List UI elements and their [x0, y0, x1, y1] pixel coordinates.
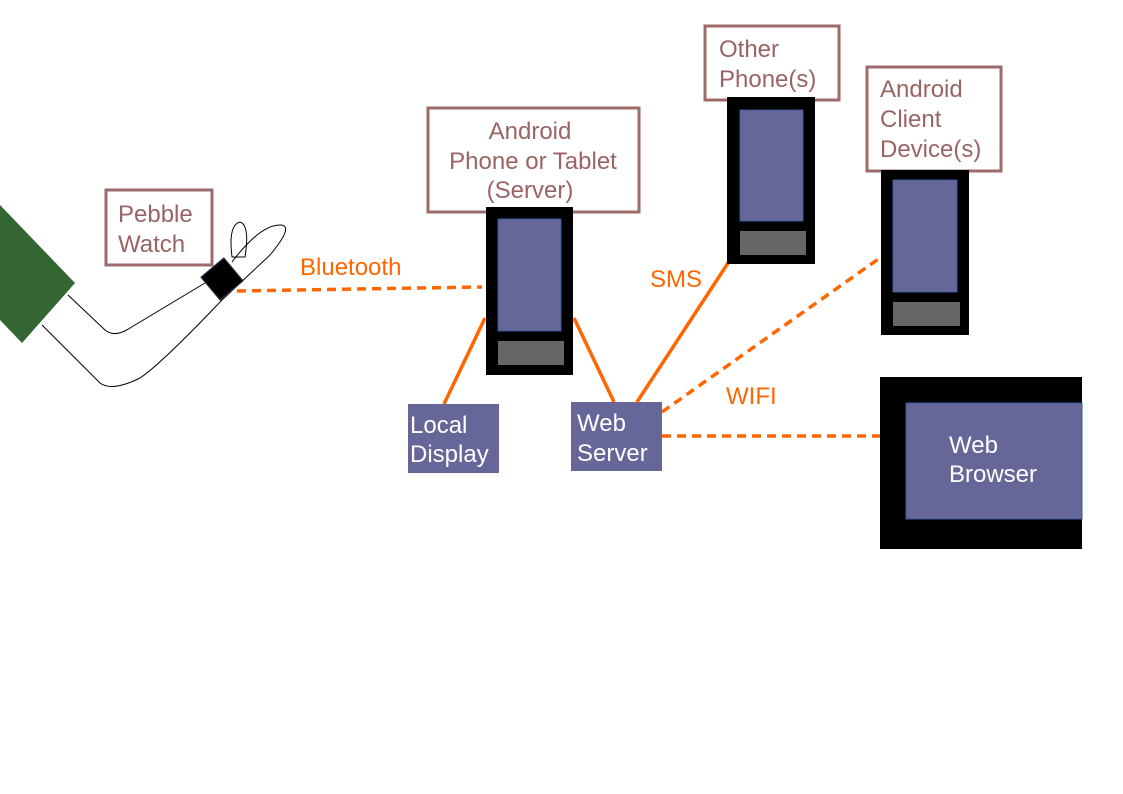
- web-browser-monitor: [880, 377, 1083, 549]
- bluetooth-label: Bluetooth: [300, 254, 401, 281]
- local-display-link: [442, 317, 487, 405]
- web-server-link: [572, 317, 616, 403]
- other-phones-label-box: [703, 24, 841, 102]
- arm-shape: [0, 205, 75, 343]
- pebble-label-box: [104, 188, 214, 267]
- server-label-box: [426, 106, 641, 214]
- sms-label: SMS: [650, 266, 702, 293]
- watch-strap: [41, 224, 287, 388]
- client-phone-icon: [881, 170, 969, 335]
- wifi-label: WIFI: [726, 383, 777, 410]
- other-phone-icon: [727, 97, 815, 264]
- web-server-box: [571, 402, 662, 471]
- pebble-watch-icon: [200, 257, 244, 301]
- bluetooth-link: [236, 285, 483, 293]
- server-phone-icon: [486, 207, 573, 375]
- watch-loop: [230, 221, 248, 258]
- wifi-client-link: [660, 253, 886, 414]
- sms-link: [635, 259, 732, 403]
- local-display-box: [408, 404, 499, 473]
